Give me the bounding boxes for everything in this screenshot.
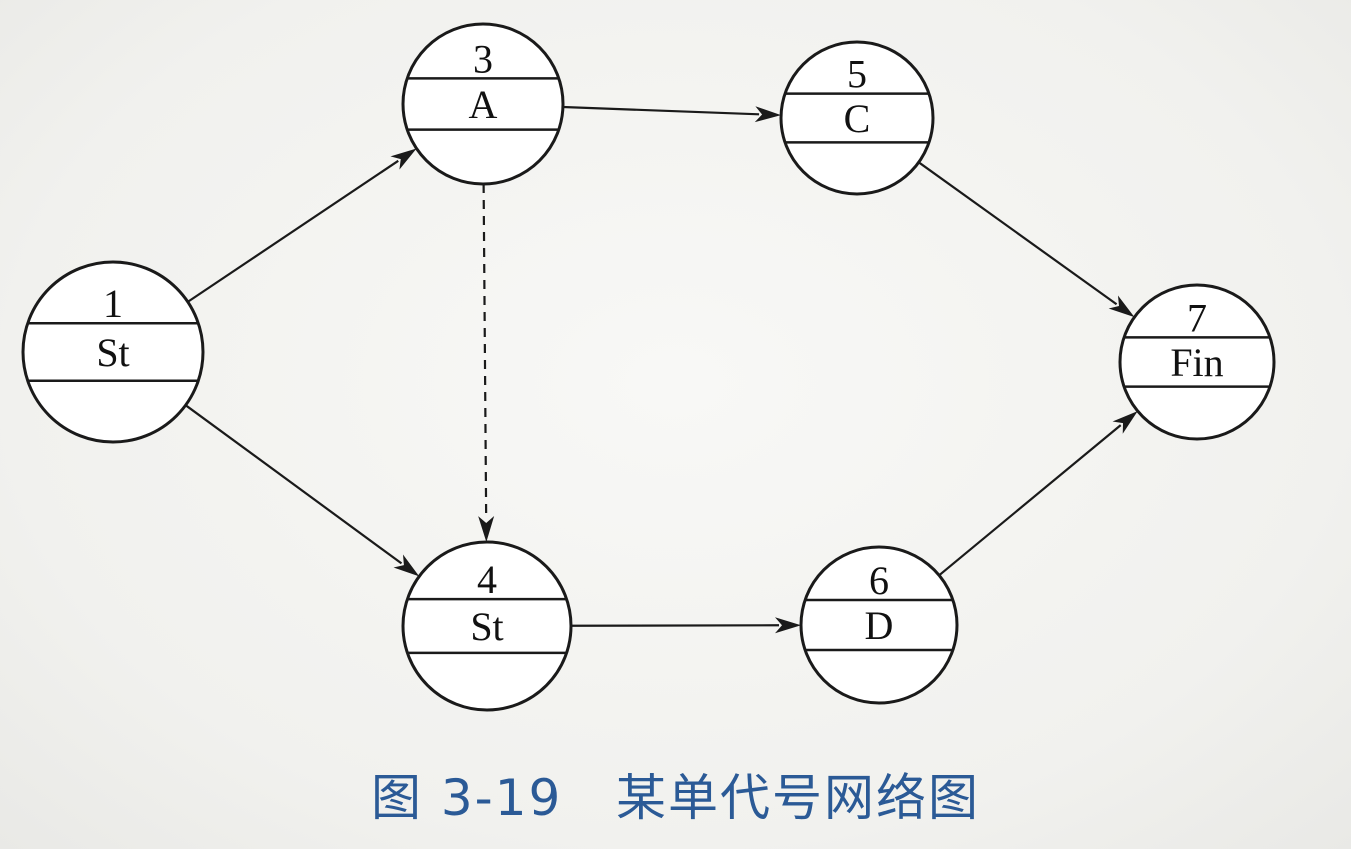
node-id: 6 [869,558,889,603]
node-label: D [865,603,894,648]
node-1: 1St [21,260,205,444]
node-label: St [96,330,129,375]
edge-line [184,404,403,565]
edge-line [570,624,780,627]
node-circle [21,260,205,444]
edge-n1-n4 [184,404,420,577]
node-circle [779,40,935,196]
edge-line [918,161,1118,306]
node-label: C [844,96,871,141]
node-label: St [470,604,503,649]
edge-line [187,159,399,303]
arrowhead [774,617,802,634]
arrowhead [478,515,495,543]
node-3: 3A [401,22,565,186]
node-circle [401,22,565,186]
edge-line [482,183,488,521]
node-circle [799,545,959,705]
edge-n6-n7 [938,411,1138,577]
node-label: Fin [1170,340,1223,385]
node-label: A [469,82,498,127]
node-id: 5 [847,52,867,97]
node-circle [401,540,573,712]
node-6: 6D [799,545,959,705]
edge-n5-n7 [918,161,1135,318]
edge-n4-n6 [570,617,802,634]
edge-n3-n5 [562,105,782,123]
edge-n1-n3 [187,148,417,303]
edge-line [938,424,1122,577]
edges-layer [184,105,1138,634]
arrowhead [393,554,420,577]
node-id: 7 [1187,295,1207,340]
arrowhead [1112,411,1138,434]
arrowhead [1108,295,1135,318]
arrowhead [390,148,417,170]
edge-line [562,105,760,116]
node-id: 3 [473,36,493,81]
node-4: 4St [401,540,573,712]
edge-n3-n4 [478,183,495,543]
arrowhead [754,106,782,123]
node-circle [1118,283,1276,441]
node-id: 4 [477,557,497,602]
node-id: 1 [103,281,123,326]
figure-caption: 图 3-19 某单代号网络图 [370,769,981,827]
node-5: 5C [779,40,935,196]
